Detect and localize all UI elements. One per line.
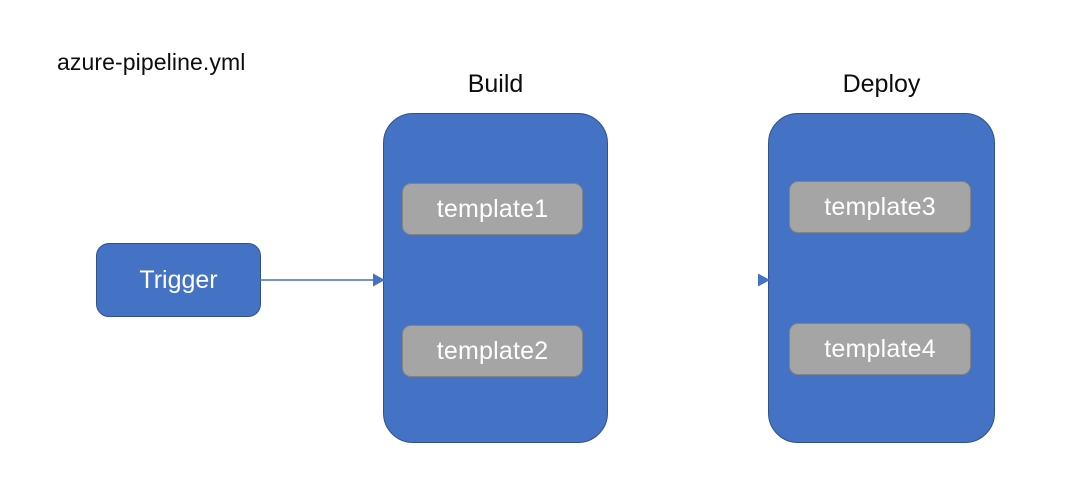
arrowhead-icon: [373, 273, 385, 287]
connector-build-to-deploy: [606, 269, 770, 291]
template-chip-template3[interactable]: template3: [789, 181, 971, 233]
connector-trigger-to-build: [259, 269, 385, 291]
page-title: azure-pipeline.yml: [57, 49, 246, 75]
stage-caption-deploy: Deploy: [842, 70, 921, 98]
stage-caption-build: Build: [467, 70, 524, 98]
trigger-node[interactable]: Trigger: [96, 243, 261, 317]
template-chip-template1[interactable]: template1: [402, 183, 583, 235]
template-chip-template2[interactable]: template2: [402, 325, 583, 377]
stage-box-build[interactable]: [383, 113, 608, 443]
template-chip-template4[interactable]: template4: [789, 323, 971, 375]
stage-box-deploy[interactable]: [768, 113, 995, 443]
arrowhead-icon: [758, 273, 770, 287]
